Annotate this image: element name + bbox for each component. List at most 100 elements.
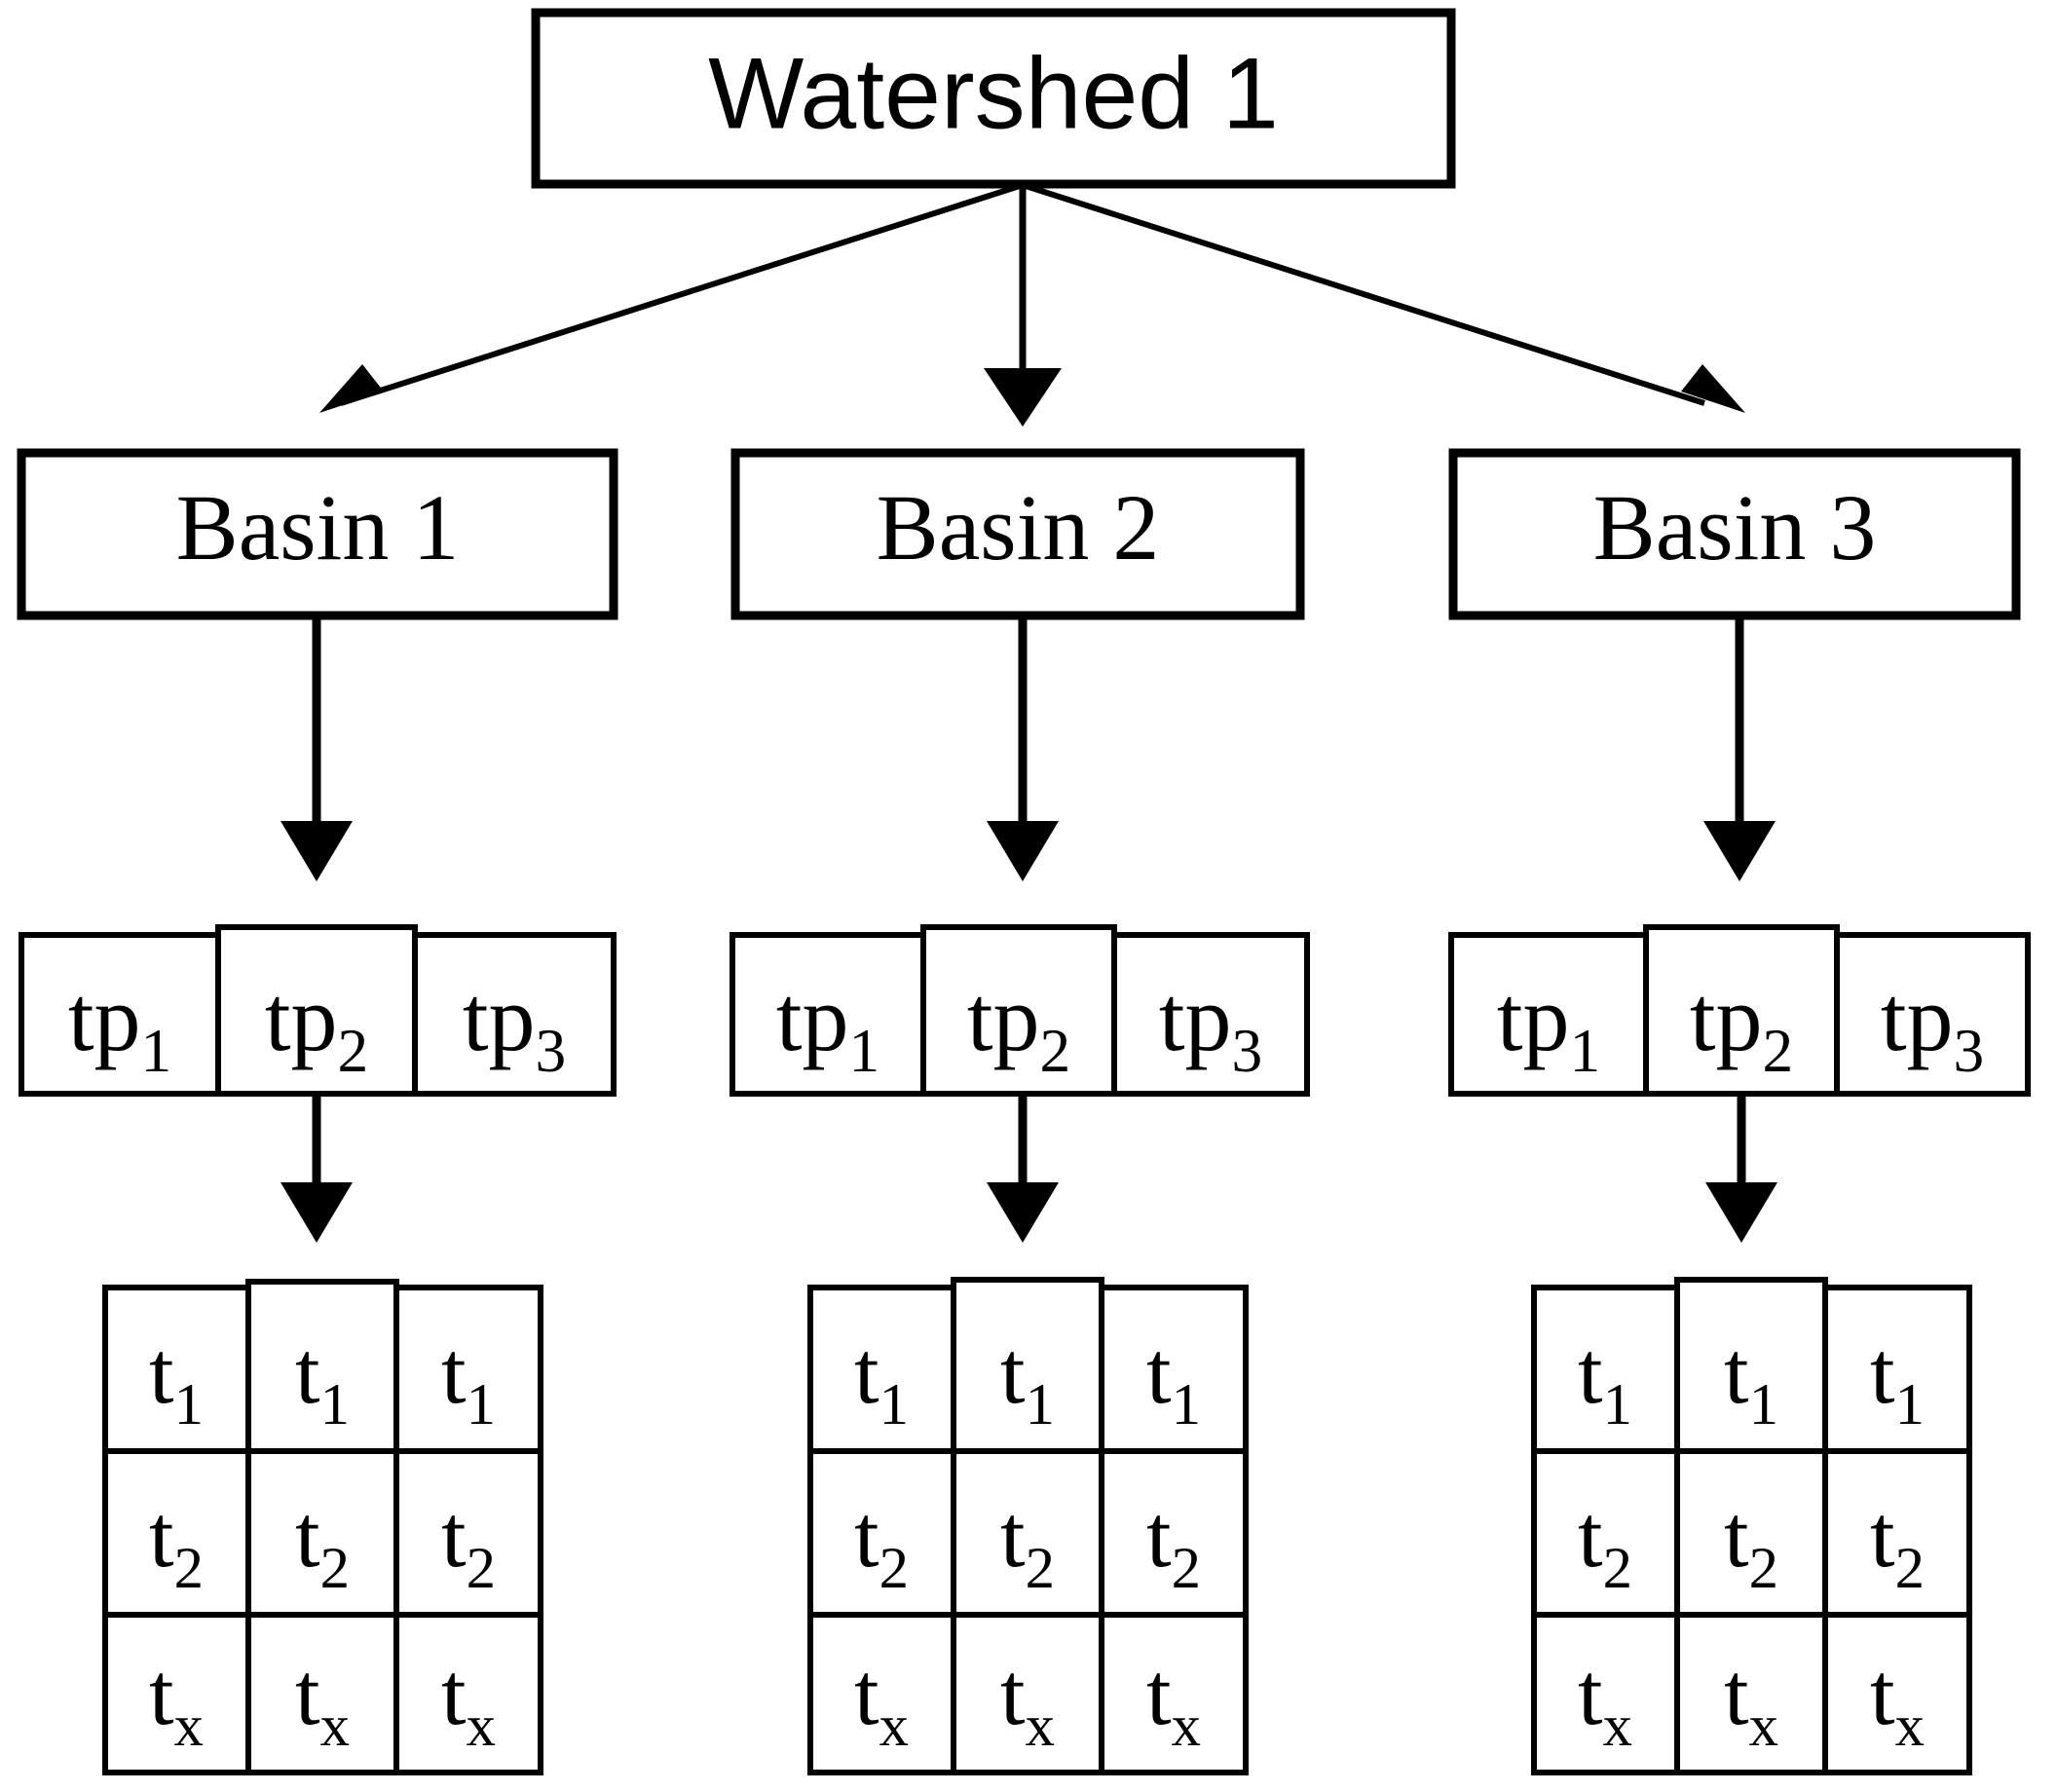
grid-cell-label: t1 xyxy=(1000,1323,1055,1437)
grid-cell-label: t1 xyxy=(854,1323,909,1437)
tp-row-basin3: tp1 tp2 tp3 xyxy=(1448,924,2031,1097)
tp-sub: 3 xyxy=(535,1017,566,1085)
grid-cell[interactable] xyxy=(1822,1448,1972,1618)
grid-cell-label: tx xyxy=(295,1644,350,1759)
basin-2-box xyxy=(730,448,1305,620)
tp-sub: 3 xyxy=(1231,1017,1262,1085)
tp-cell-label: tp3 xyxy=(463,966,566,1085)
basin-node-3[interactable]: Basin 3 xyxy=(1448,448,2021,620)
tp-cell-label: tp1 xyxy=(68,966,171,1085)
arrowhead-watershed-basin2 xyxy=(984,368,1062,427)
tp-sub: 3 xyxy=(1953,1017,1984,1085)
arrowhead-basin2-tp xyxy=(987,821,1059,881)
grid-cell[interactable] xyxy=(1099,1612,1249,1775)
grid-cell-label: t2 xyxy=(1000,1486,1055,1601)
watershed-label: Watershed 1 xyxy=(708,37,1279,150)
grid-cell-label: t1 xyxy=(1870,1323,1925,1437)
grid-cell-label: tx xyxy=(1724,1644,1778,1759)
tp-cell[interactable] xyxy=(412,932,617,1097)
tp-cell-label: tp2 xyxy=(1690,966,1793,1085)
arrowhead-basin1-tp xyxy=(280,821,353,881)
tp-row-basin2: tp1 tp2 tp3 xyxy=(729,924,1310,1097)
basin-3-box xyxy=(1448,448,2021,620)
grid-cell[interactable] xyxy=(393,1612,543,1775)
basin-3-label: Basin 3 xyxy=(1593,475,1877,579)
tp-cell-label: tp1 xyxy=(1497,966,1600,1085)
grid-cell[interactable] xyxy=(1099,1285,1249,1454)
grid-cell-label: t2 xyxy=(1870,1486,1925,1601)
grid-cell-label: t1 xyxy=(1724,1323,1778,1437)
basin-1-label: Basin 1 xyxy=(176,475,460,579)
tp-base: tp xyxy=(967,966,1040,1070)
grid-cell[interactable] xyxy=(1822,1612,1972,1775)
grid-cell-label: t2 xyxy=(1724,1486,1778,1601)
tp-base: tp xyxy=(463,966,536,1070)
tp-sub: 1 xyxy=(1569,1017,1600,1085)
grid-cell[interactable] xyxy=(807,1448,956,1618)
grid-cell-label: t2 xyxy=(854,1486,909,1601)
tp-cell-label: tp2 xyxy=(967,966,1070,1085)
tp-cell[interactable] xyxy=(729,932,926,1097)
grid-cell[interactable] xyxy=(245,1612,399,1775)
grid-cell-label: tx xyxy=(1870,1644,1925,1759)
connector-watershed-basin1 xyxy=(340,182,1024,406)
tp-to-grid-connectors xyxy=(280,1094,1777,1243)
grid-cell-label: tx xyxy=(854,1644,909,1759)
basin-1-box xyxy=(17,448,618,620)
basin-2-label: Basin 2 xyxy=(877,475,1160,579)
tp-cell[interactable] xyxy=(215,924,418,1097)
grid-cell[interactable] xyxy=(807,1612,956,1775)
grid-cell[interactable] xyxy=(1531,1612,1680,1775)
grid-cell[interactable] xyxy=(951,1612,1104,1775)
tp-cell[interactable] xyxy=(1834,932,2031,1097)
grid-cell[interactable] xyxy=(1099,1448,1249,1618)
grid-cell[interactable] xyxy=(102,1612,251,1775)
tp-base: tp xyxy=(776,966,849,1070)
grid-cell[interactable] xyxy=(1822,1285,1972,1454)
watershed-box xyxy=(531,8,1456,189)
basin-node-1[interactable]: Basin 1 xyxy=(17,448,618,620)
grid-cell-label: tx xyxy=(1578,1644,1632,1759)
arrowhead-tp1-grid xyxy=(280,1182,353,1243)
tp-sub: 2 xyxy=(337,1017,368,1085)
tp-cell-label: tp3 xyxy=(1159,966,1262,1085)
grid-cell-label: t1 xyxy=(1146,1323,1201,1437)
tp-cell-label: tp1 xyxy=(776,966,879,1085)
arrowhead-tp2-grid xyxy=(987,1182,1059,1243)
grid-cell[interactable] xyxy=(1674,1277,1828,1454)
grid-cell-label: t2 xyxy=(1146,1486,1201,1601)
watershed-node[interactable]: Watershed 1 xyxy=(531,8,1456,189)
connector-watershed-basin3 xyxy=(1022,182,1705,406)
arrowhead-basin3-tp xyxy=(1703,821,1776,881)
tp-base: tp xyxy=(1690,966,1763,1070)
tp-cell-label: tp3 xyxy=(1881,966,1984,1085)
grid-cell-label: t1 xyxy=(149,1323,204,1437)
grid-cell[interactable] xyxy=(1531,1448,1680,1618)
arrowhead-watershed-basin3 xyxy=(1681,364,1745,413)
tp-base: tp xyxy=(1881,966,1954,1070)
timestep-grid-basin1: t1 t1 t1 t2 t2 t2 tx tx tx xyxy=(102,1279,543,1775)
basin-node-2[interactable]: Basin 2 xyxy=(730,448,1305,620)
grid-cell[interactable] xyxy=(102,1285,251,1454)
grid-cell-label: t1 xyxy=(295,1323,350,1437)
tp-base: tp xyxy=(68,966,141,1070)
basin-to-tp-connectors xyxy=(280,616,1776,881)
grid-cell-label: tx xyxy=(1000,1644,1055,1759)
grid-cell-label: t1 xyxy=(1578,1323,1632,1437)
tp-row-basin1: tp1 tp2 tp3 xyxy=(19,924,617,1097)
tp-sub: 1 xyxy=(848,1017,879,1085)
grid-cell[interactable] xyxy=(245,1279,399,1454)
grid-cell[interactable] xyxy=(1674,1448,1828,1618)
grid-cell-label: tx xyxy=(149,1644,204,1759)
tp-cell[interactable] xyxy=(1448,932,1649,1097)
grid-cell[interactable] xyxy=(951,1277,1104,1454)
grid-cell[interactable] xyxy=(1674,1612,1828,1775)
grid-cell-label: t2 xyxy=(295,1486,350,1601)
timestep-grid-basin2: t1 t1 t1 t2 t2 t2 tx tx tx xyxy=(807,1277,1249,1775)
tp-cell[interactable] xyxy=(1111,932,1310,1097)
tp-cell[interactable] xyxy=(920,924,1117,1097)
arrowhead-watershed-basin1 xyxy=(319,364,384,413)
timestep-grid-basin3: t1 t1 t1 t2 t2 t2 tx tx tx xyxy=(1531,1277,1972,1775)
